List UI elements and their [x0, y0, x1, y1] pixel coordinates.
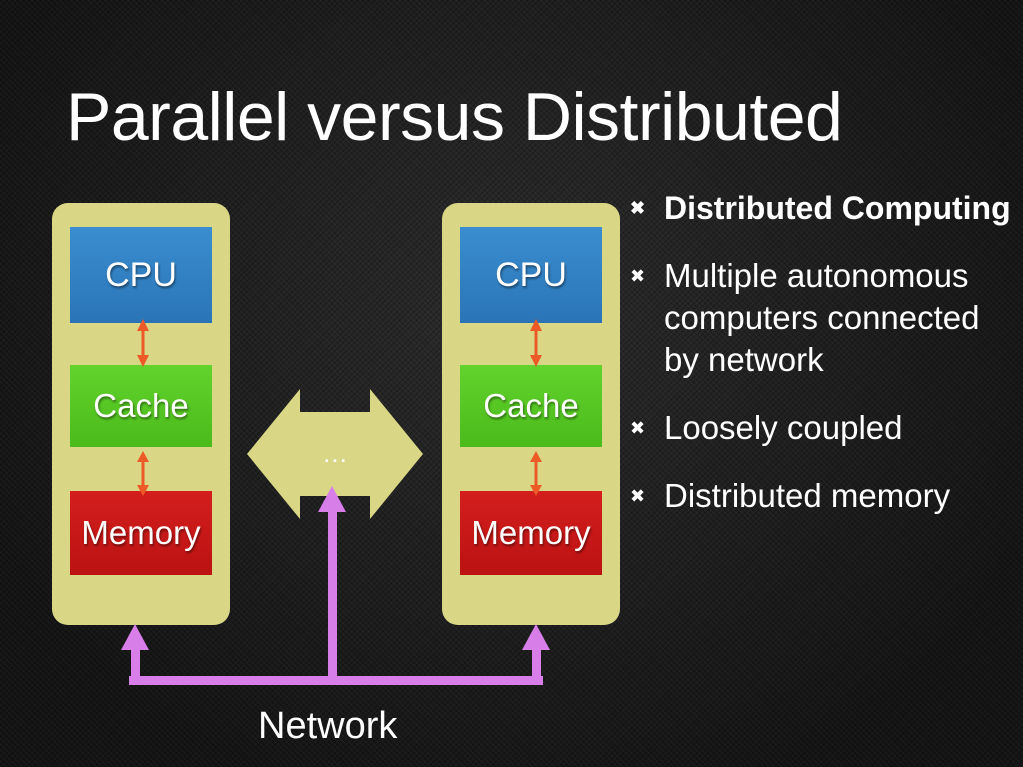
ellipsis-label: …	[322, 438, 348, 468]
computer-node-right: CPU Cache Memory	[442, 203, 620, 625]
cpu-block: CPU	[460, 227, 602, 323]
cache-block: Cache	[460, 365, 602, 447]
cache-block: Cache	[70, 365, 212, 447]
slide-title: Parallel versus Distributed	[66, 79, 843, 155]
bullet-item: ✖ Multiple autonomous computers connecte…	[628, 255, 1016, 381]
bullet-text: Multiple autonomous computers connected …	[664, 257, 980, 378]
memory-block: Memory	[70, 491, 212, 575]
x-bullet-icon: ✖	[630, 486, 646, 506]
bullet-item: ✖ Distributed Computing	[628, 187, 1016, 229]
x-bullet-icon: ✖	[630, 418, 646, 438]
x-bullet-icon: ✖	[630, 266, 646, 286]
bullet-text: Loosely coupled	[664, 409, 903, 446]
bullet-item: ✖ Distributed memory	[628, 475, 1016, 517]
computer-node-left: CPU Cache Memory	[52, 203, 230, 625]
bullet-item: ✖ Loosely coupled	[628, 407, 1016, 449]
cpu-block: CPU	[70, 227, 212, 323]
bullet-text: Distributed Computing	[664, 190, 1011, 226]
network-label: Network	[258, 705, 398, 747]
bullet-text: Distributed memory	[664, 477, 951, 514]
bullet-list: ✖ Distributed Computing ✖ Multiple auton…	[628, 187, 1016, 543]
x-bullet-icon: ✖	[630, 198, 646, 218]
memory-block: Memory	[460, 491, 602, 575]
